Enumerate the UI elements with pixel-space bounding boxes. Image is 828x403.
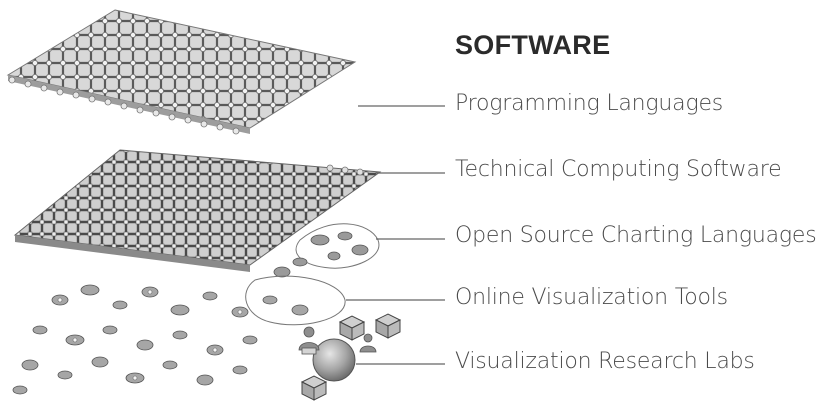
cube-icon [300,375,328,401]
label-open-source-charting-languages: Open Source Charting Languages [455,223,817,248]
label-programming-languages: Programming Languages [455,91,724,116]
layer-technical-computing-graphic [13,149,382,272]
label-visualization-research-labs: Visualization Research Labs [455,349,755,374]
cube-icon [338,315,366,341]
sphere-icon [312,338,356,382]
cube-icon [374,313,402,339]
layer-research-labs-graphic [298,313,402,401]
label-technical-computing-software: Technical Computing Software [455,157,782,182]
person-icon [298,326,320,355]
layer-programming-languages-graphic [6,9,357,135]
person-icon [359,333,377,353]
layer-charting-languages-graphic [273,223,380,278]
label-online-visualization-tools: Online Visualization Tools [455,285,728,310]
section-title: SOFTWARE [455,30,611,60]
layer-online-tools-graphic [12,275,346,395]
